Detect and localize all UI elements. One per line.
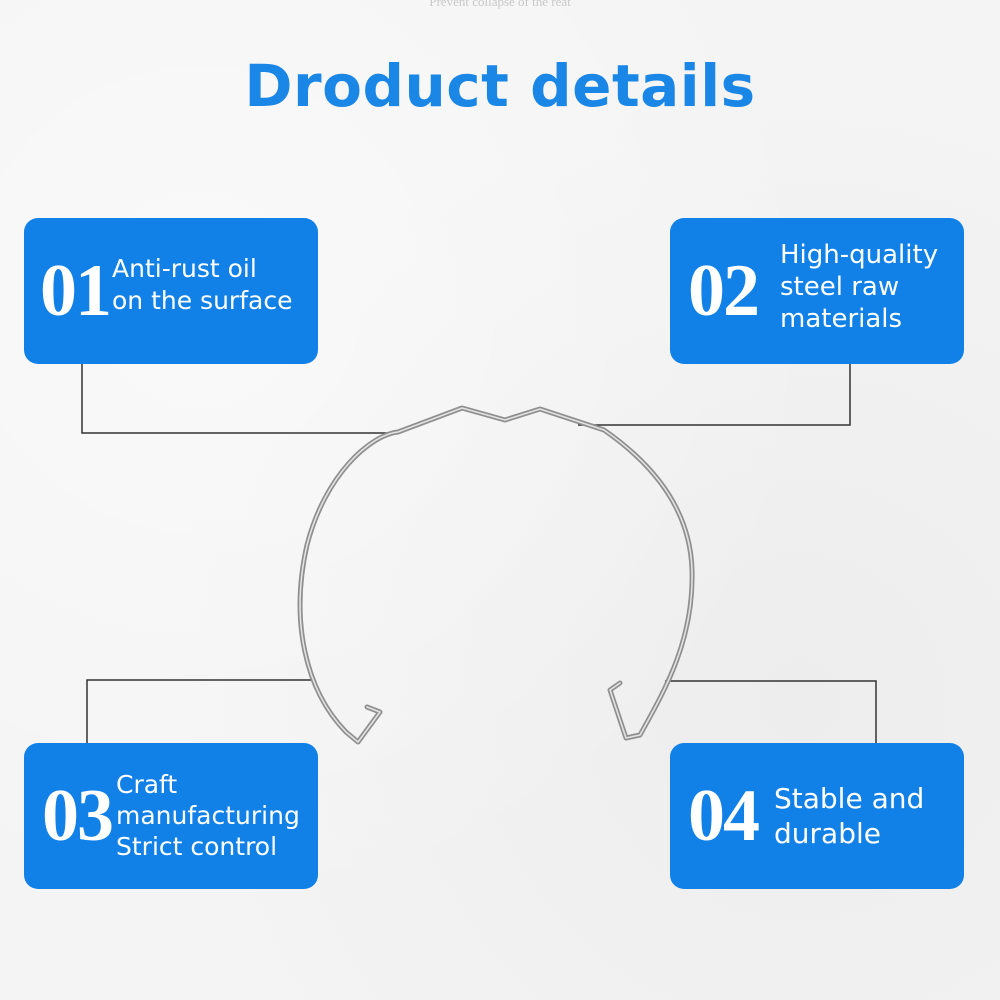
feature-card-03: 03 Craft manufacturing Strict control xyxy=(24,743,318,889)
leader-line-03 xyxy=(86,679,312,750)
feature-card-01: 01 Anti-rust oil on the surface xyxy=(24,218,318,364)
feature-card-02: 02 High-quality steel raw materials xyxy=(670,218,964,364)
feature-text: High-quality steel raw materials xyxy=(780,240,939,334)
leader-line-04 xyxy=(665,680,877,750)
feature-number: 04 xyxy=(688,775,760,857)
leader-line-01 xyxy=(81,338,398,434)
leader-line-02 xyxy=(578,352,851,426)
wire-ring-icon xyxy=(297,405,695,745)
feature-number: 01 xyxy=(40,250,112,332)
page-title: Droduct details xyxy=(244,52,756,120)
feature-number: 03 xyxy=(42,775,114,857)
feature-card-04: 04 Stable and durable xyxy=(670,743,964,889)
feature-text: Stable and durable xyxy=(774,782,925,850)
feature-text: Craft manufacturing Strict control xyxy=(116,769,300,861)
leader-lines xyxy=(81,338,877,750)
top-caption: Prevent collapse of the reat xyxy=(429,0,571,9)
feature-text: Anti-rust oil on the surface xyxy=(112,254,293,315)
feature-number: 02 xyxy=(688,250,760,332)
